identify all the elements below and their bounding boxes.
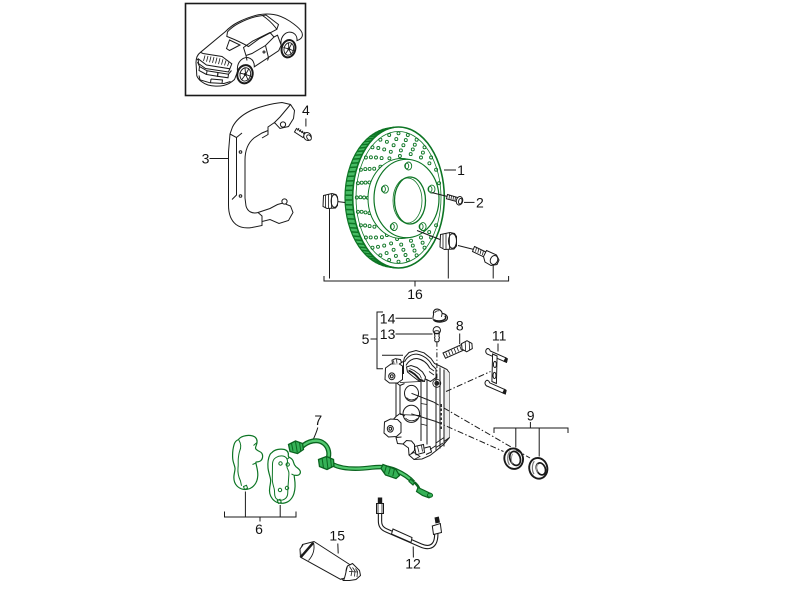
svg-text:12: 12 [405,555,421,571]
svg-text:7: 7 [314,412,322,428]
svg-text:13: 13 [380,326,396,342]
svg-text:15: 15 [329,528,345,544]
svg-text:4: 4 [302,102,310,118]
svg-text:14: 14 [380,311,396,327]
svg-text:3: 3 [202,151,210,167]
svg-text:11: 11 [492,327,507,343]
svg-text:5: 5 [362,331,370,347]
svg-text:2: 2 [476,194,484,210]
svg-text:16: 16 [407,286,423,302]
svg-text:8: 8 [456,318,464,334]
svg-text:9: 9 [527,408,535,424]
svg-text:1: 1 [457,162,465,178]
svg-text:6: 6 [255,521,263,537]
